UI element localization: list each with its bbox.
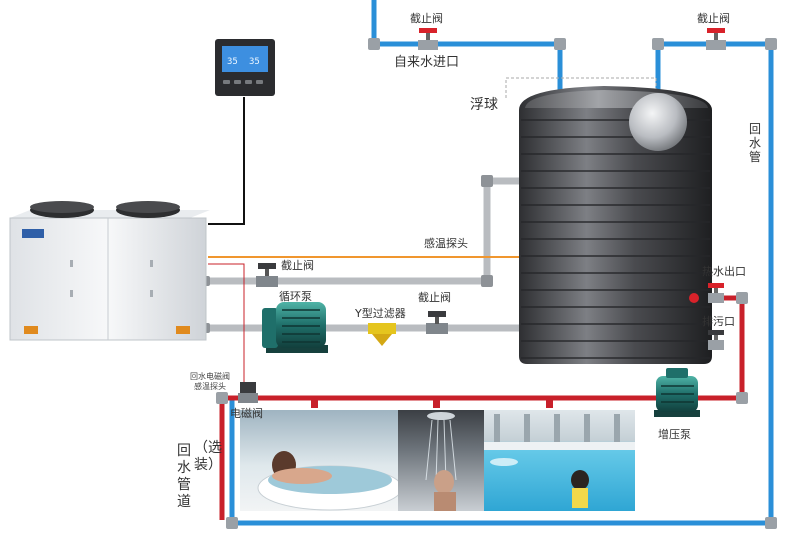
signal-wires [208,97,530,395]
label-solenoid-valve: 电磁阀 [230,407,263,420]
label-valve-upper-line: 截止阀 [281,259,314,272]
booster-pump[interactable] [654,368,700,417]
label-return-solenoid-line2: 感温探头 [194,382,226,391]
label-circulation-pump: 循环泵 [279,290,312,303]
label-float-ball: 浮球 [470,97,498,113]
float-dashed-outline [505,77,657,98]
circulation-pump[interactable] [262,302,328,353]
label-drain-outlet: 排污口 [702,315,735,328]
heat-pump-unit [9,201,210,341]
label-y-filter: Y型过滤器 [355,307,406,320]
pool-illustration [484,414,635,508]
photo-swimming-pool [484,410,635,511]
valve-upper-line[interactable] [256,263,278,287]
red-pipe-joints [216,292,748,404]
water-tank [519,86,712,364]
controller[interactable]: 35 35 [215,39,275,96]
label-return-pipe: 回水管 [748,122,761,164]
label-return-solenoid-line1: 回水电磁阀 [190,372,230,381]
label-valve-lower-line: 截止阀 [418,291,451,304]
valve-drain[interactable] [708,330,724,350]
label-valve-top-right: 截止阀 [697,12,730,25]
valve-top-right[interactable] [706,28,726,50]
controller-display-right: 35 [249,57,260,67]
controller-display-left: 35 [227,57,238,67]
label-temp-probe: 感温探头 [424,237,468,250]
red-pipe-taps [311,398,553,408]
blue-pipe-joints [226,38,777,529]
label-return-optional-col1: 回水管道 [177,443,191,510]
label-booster-pump: 增压泵 [658,428,691,441]
valve-lower-line[interactable] [426,311,448,334]
label-hot-water-outlet: 热水出口 [702,265,746,278]
label-return-optional-col2: （选装） [194,440,222,473]
blue-pipe-network [229,0,774,526]
y-filter[interactable] [368,323,396,346]
valve-top-left[interactable] [418,28,438,50]
float-ball [629,93,687,151]
photo-shower [398,410,484,511]
controller-screen [222,46,268,72]
shower-illustration [425,412,457,511]
photo-bathtub [240,410,398,511]
label-valve-top-left: 截止阀 [410,12,443,25]
label-tap-water-inlet: 自来水进口 [394,55,460,70]
solenoid-valve[interactable] [238,382,258,403]
bathtub-illustration [257,451,398,511]
valve-hot-water-outlet[interactable] [689,283,724,303]
